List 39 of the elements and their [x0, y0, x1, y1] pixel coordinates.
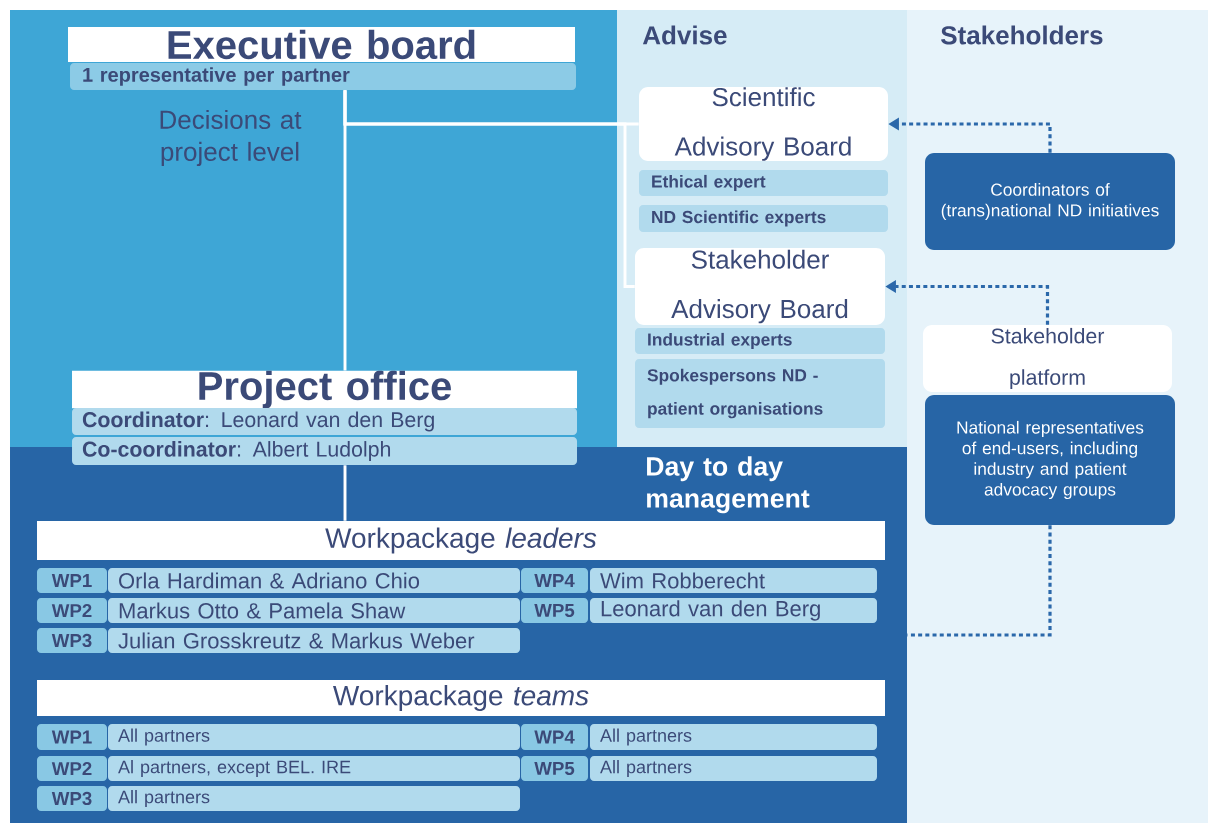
wp-tag: WP1: [37, 568, 107, 593]
wp-tag: WP2: [37, 756, 107, 781]
platform-box: Stakeholder platform: [923, 325, 1172, 392]
name-bar: Markus Otto & Pamela Shaw: [108, 598, 520, 623]
stakeholder-box: Coordinators of (trans)national ND initiatives: [925, 153, 1175, 250]
member-bar: Ethical expert: [639, 170, 888, 196]
member-bar: Spokespersons ND - patient organisations: [635, 359, 885, 428]
name-bar: Coordinator: Leonard van den Berg: [72, 408, 577, 435]
board-box: Stakeholder Advisory Board: [635, 248, 885, 325]
wp-tag: WP4: [521, 724, 588, 750]
name-bar: Julian Grosskreutz & Markus Weber: [108, 628, 520, 653]
connector-line: [343, 90, 635, 288]
team-bar: All partners: [590, 724, 877, 750]
team-bar: All partners: [108, 786, 520, 811]
name-bar: Wim Robberecht: [590, 568, 877, 593]
wp-tag: WP4: [521, 568, 588, 593]
heading-bar: Workpackage leaders: [37, 521, 885, 560]
name-bar: Leonard van den Berg: [590, 598, 877, 623]
wp-tag: WP3: [37, 786, 107, 811]
wp-tag: WP1: [37, 724, 107, 750]
team-bar: All partners: [108, 724, 520, 750]
team-bar: All partners: [590, 756, 877, 781]
board-box: Scientific Advisory Board: [639, 87, 888, 161]
subtitle-bar: 1 representative per partner: [70, 63, 576, 90]
member-bar: ND Scientific experts: [639, 205, 888, 232]
wp-tag: WP3: [37, 628, 107, 653]
name-bar: Orla Hardiman & Adriano Chio: [108, 568, 520, 593]
connector-line: [343, 465, 347, 521]
member-bar: Industrial experts: [635, 328, 885, 354]
stakeholder-box: National representatives of end-users, including industry and patient advocacy groups: [925, 395, 1175, 525]
wp-tag: WP5: [521, 756, 588, 781]
team-bar: Al partners, except BEL. IRE: [108, 756, 520, 781]
wp-tag: WP2: [37, 598, 107, 623]
title-box: Executive board: [68, 27, 575, 62]
heading-bar: Workpackage teams: [37, 680, 885, 716]
title-box: Project office: [72, 370, 577, 409]
wp-tag: WP5: [521, 598, 588, 623]
node-label: Coordinator: Leonard van den Berg: [82, 411, 434, 432]
name-bar: Co-coordinator: Albert Ludolph: [72, 437, 577, 465]
